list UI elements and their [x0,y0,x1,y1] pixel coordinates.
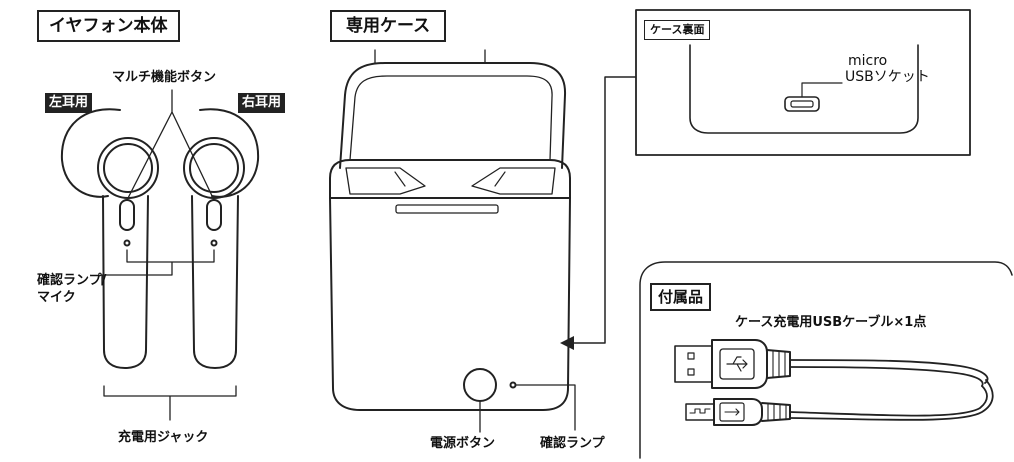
left-earbud-illustration [60,108,159,369]
confirm-lamp-label: 確認ランプ [540,436,605,451]
left-multi-button [119,199,135,231]
right-lamp-mic [210,239,218,247]
earphone-leader-lines [101,89,237,421]
case-back-panel [635,9,971,156]
cable-label: ケース充電用USBケーブル×1点 [735,315,927,330]
case-back-title: ケース裏面 [644,20,711,40]
multi-function-button-label: マルチ機能ボタン [112,70,217,85]
micro-label-line1: micro [848,53,888,69]
micro-usb-connector [685,398,791,426]
accessories-panel [639,261,1013,459]
case-leader-lines [479,384,576,433]
left-lamp-mic [123,239,131,247]
charging-case-illustration [329,49,571,411]
power-button [463,368,497,402]
right-earbud-illustration [183,108,260,369]
usb-cable-wire [789,359,994,421]
left-ear-tag: 左耳用 [45,93,93,113]
lamp-mic-label-line2: マイク [37,290,76,305]
right-multi-button [206,199,222,231]
usb-a-connector [674,339,791,389]
charge-jack-label: 充電用ジャック [118,430,209,445]
case-section-title: 専用ケース [330,10,447,42]
earphone-section-title: イヤフォン本体 [37,10,180,42]
micro-usb-socket [784,96,820,112]
micro-label-line2: USBソケット [845,69,930,85]
lamp-mic-label-line1: 確認ランプ/ [37,273,107,288]
power-button-label: 電源ボタン [430,436,496,451]
right-ear-tag: 右耳用 [238,93,286,113]
case-back-arrow [560,76,636,350]
accessories-title: 付属品 [650,283,712,311]
confirm-lamp [509,381,517,389]
